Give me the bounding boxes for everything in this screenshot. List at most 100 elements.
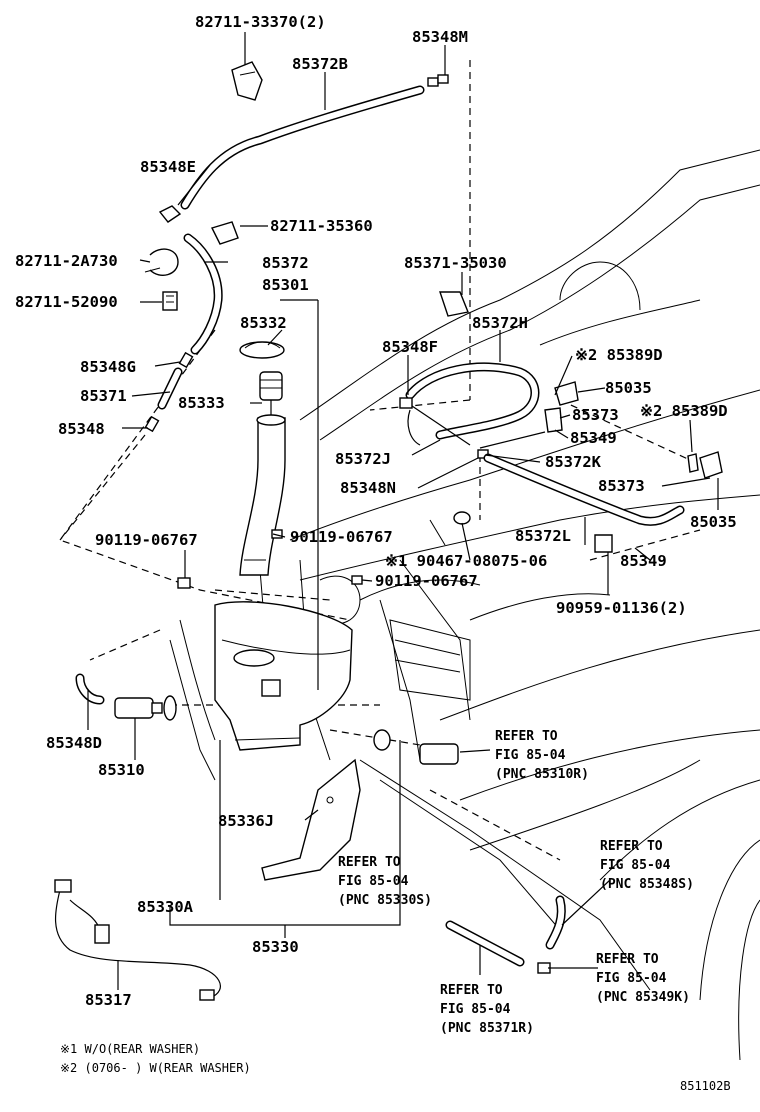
hose-85348S bbox=[545, 895, 566, 950]
clip-82711-35360 bbox=[211, 221, 239, 245]
label-85348E: 85348E bbox=[140, 158, 196, 176]
joint-85348 bbox=[144, 415, 160, 433]
label-85371-35030: 85371-35030 bbox=[404, 254, 507, 272]
refer-85330S: REFER TO FIG 85-04 (PNC 85330S) bbox=[338, 855, 432, 908]
label-85348: 85348 bbox=[58, 420, 105, 438]
label-85372L: 85372L bbox=[515, 527, 571, 545]
label-85348M: 85348M bbox=[412, 28, 468, 46]
label-82711-2A730: 82711-2A730 bbox=[15, 252, 118, 270]
svg-text:(PNC 85371R): (PNC 85371R) bbox=[440, 1021, 534, 1036]
refer-85348S: REFER TO FIG 85-04 (PNC 85348S) bbox=[600, 839, 694, 892]
label-85301: 85301 bbox=[262, 276, 309, 294]
svg-text:(PNC 85348S): (PNC 85348S) bbox=[600, 877, 694, 892]
footnote-2: ※2 (0706- ) W(REAR WASHER) bbox=[60, 1061, 251, 1075]
svg-text:REFER TO: REFER TO bbox=[338, 855, 401, 870]
hose-85371 bbox=[157, 367, 183, 410]
label-85372K: 85372K bbox=[545, 453, 602, 471]
clip-90959-01136 bbox=[594, 534, 613, 553]
label-85389D-upper: ※2 85389D bbox=[575, 346, 663, 364]
svg-text:REFER TO: REFER TO bbox=[440, 983, 503, 998]
label-85349-upper: 85349 bbox=[570, 429, 617, 447]
svg-text:FIG 85-04: FIG 85-04 bbox=[600, 858, 671, 873]
svg-text:(PNC 85349K): (PNC 85349K) bbox=[596, 990, 690, 1005]
part-labels: 82711-33370(2) 85348M 85372B 85348E 8271… bbox=[15, 13, 737, 1009]
pump-85310 bbox=[114, 695, 177, 721]
svg-text:REFER TO: REFER TO bbox=[596, 952, 659, 967]
refer-85349K: REFER TO FIG 85-04 (PNC 85349K) bbox=[596, 952, 690, 1005]
refer-85310R: REFER TO FIG 85-04 (PNC 85310R) bbox=[495, 729, 589, 782]
label-85348G: 85348G bbox=[80, 358, 136, 376]
nozzle-85035-left bbox=[554, 381, 579, 406]
svg-text:FIG 85-04: FIG 85-04 bbox=[596, 971, 667, 986]
cap-85333 bbox=[259, 371, 283, 420]
hose-85372H bbox=[405, 362, 540, 440]
clamp-82711-52090 bbox=[162, 291, 178, 311]
label-85373-lower: 85373 bbox=[598, 477, 645, 495]
hose-85348D bbox=[75, 673, 105, 705]
figure-code: 851102B bbox=[680, 1079, 731, 1093]
bracket-85336J bbox=[261, 758, 361, 881]
svg-text:REFER TO: REFER TO bbox=[600, 839, 663, 854]
joint-85348G bbox=[178, 351, 194, 369]
hose-85372 bbox=[183, 233, 223, 355]
clamp-82711-2A730 bbox=[144, 248, 179, 276]
label-85348N: 85348N bbox=[340, 479, 396, 497]
leader-lines bbox=[87, 32, 719, 990]
label-82711-33370: 82711-33370(2) bbox=[195, 13, 326, 31]
label-85330: 85330 bbox=[252, 938, 299, 956]
joint-85348M bbox=[427, 74, 449, 87]
label-90467-08075-06: ※1 90467-08075-06 bbox=[385, 552, 547, 570]
hose-85372K bbox=[479, 431, 546, 449]
plug-90467 bbox=[453, 511, 471, 525]
label-90119-06767-b: 90119-06767 bbox=[290, 528, 393, 546]
label-85035-lower: 85035 bbox=[690, 513, 737, 531]
label-85336J: 85336J bbox=[218, 812, 274, 830]
label-85330A: 85330A bbox=[137, 898, 194, 916]
svg-text:REFER TO: REFER TO bbox=[495, 729, 558, 744]
svg-text:FIG 85-04: FIG 85-04 bbox=[440, 1002, 511, 1017]
label-85333: 85333 bbox=[178, 394, 225, 412]
label-85310: 85310 bbox=[98, 761, 145, 779]
svg-text:FIG 85-04: FIG 85-04 bbox=[338, 874, 409, 889]
label-85373-upper: 85373 bbox=[572, 406, 619, 424]
rear-pump bbox=[419, 743, 459, 765]
label-85389D-lower: ※2 85389D bbox=[640, 402, 728, 420]
bolt-90119-06767-a bbox=[177, 577, 191, 589]
svg-text:(PNC 85310R): (PNC 85310R) bbox=[495, 767, 589, 782]
grommet bbox=[373, 729, 391, 751]
bolt-90119-06767-b bbox=[271, 529, 283, 539]
svg-text:(PNC 85330S): (PNC 85330S) bbox=[338, 893, 432, 908]
bracket-85389D bbox=[687, 453, 699, 473]
label-85349-lower: 85349 bbox=[620, 552, 667, 570]
bracket-85373-left bbox=[544, 407, 563, 433]
label-90119-06767-c: 90119-06767 bbox=[375, 572, 478, 590]
clip-82711-33370 bbox=[231, 61, 263, 101]
vehicle-body-outline bbox=[169, 149, 760, 1061]
inlet-85301 bbox=[239, 414, 286, 576]
joint-85348E bbox=[158, 205, 182, 223]
tank-85330A bbox=[214, 601, 353, 751]
label-85348F: 85348F bbox=[382, 338, 438, 356]
label-90959-01136: 90959-01136(2) bbox=[556, 599, 687, 617]
hose-85372B bbox=[180, 85, 425, 210]
label-90119-06767-a: 90119-06767 bbox=[95, 531, 198, 549]
label-85372J: 85372J bbox=[335, 450, 391, 468]
label-85372B: 85372B bbox=[292, 55, 348, 73]
label-85317: 85317 bbox=[85, 991, 132, 1009]
hose-85371R bbox=[445, 920, 525, 967]
label-85371: 85371 bbox=[80, 387, 127, 405]
hose-85372J bbox=[407, 405, 471, 446]
label-85372: 85372 bbox=[262, 254, 309, 272]
nozzle-85035-right bbox=[699, 451, 723, 479]
bolt-90119-06767-c bbox=[351, 575, 363, 585]
clip-85371-35030 bbox=[439, 291, 469, 317]
label-85348D: 85348D bbox=[46, 734, 102, 752]
footnote-1: ※1 W/O(REAR WASHER) bbox=[60, 1042, 200, 1056]
hose-85372L bbox=[483, 453, 685, 526]
footnotes: ※1 W/O(REAR WASHER) ※2 (0706- ) W(REAR W… bbox=[60, 1042, 251, 1075]
harness-85317 bbox=[54, 879, 221, 1001]
refer-85371R: REFER TO FIG 85-04 (PNC 85371R) bbox=[440, 983, 534, 1036]
label-85372H: 85372H bbox=[472, 314, 528, 332]
cap-85332 bbox=[239, 341, 285, 359]
